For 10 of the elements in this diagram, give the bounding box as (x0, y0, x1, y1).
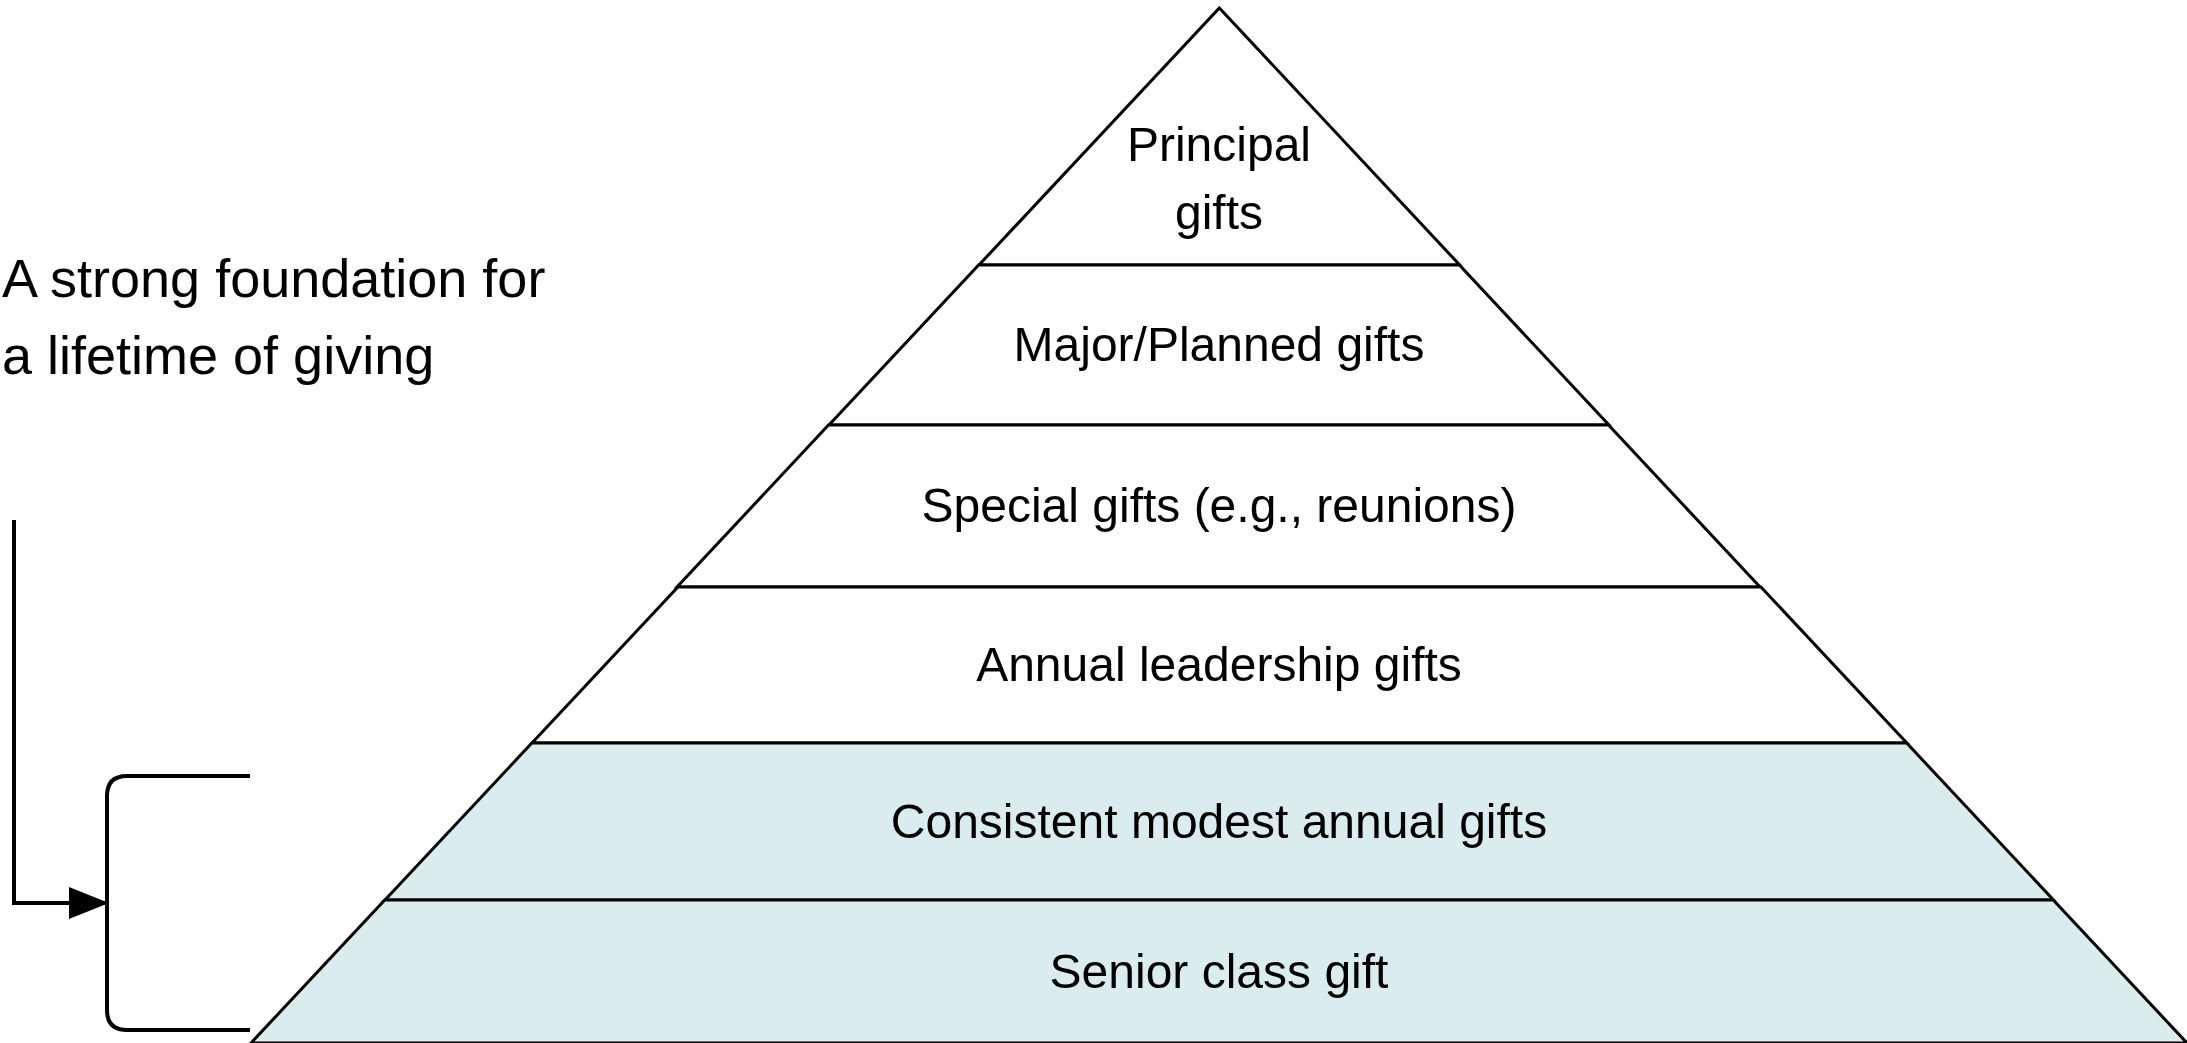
pyramid-tier (978, 8, 1460, 265)
pyramid-tier (384, 743, 2054, 900)
tier-label: Principal gifts (1125, 117, 1312, 241)
tier-label: Major/Planned gifts (1013, 317, 1425, 373)
pyramid-tier (251, 900, 2187, 1043)
tier-label: Special gifts (e.g., reunions) (921, 478, 1517, 534)
tier-label: Consistent modest annual gifts (890, 793, 1548, 850)
annotation-text: A strong foundation for a lifetime of giving (1, 247, 547, 387)
tier-label: Annual leadership gifts (976, 637, 1462, 693)
tier-label: Senior class gift (1049, 943, 1389, 1000)
